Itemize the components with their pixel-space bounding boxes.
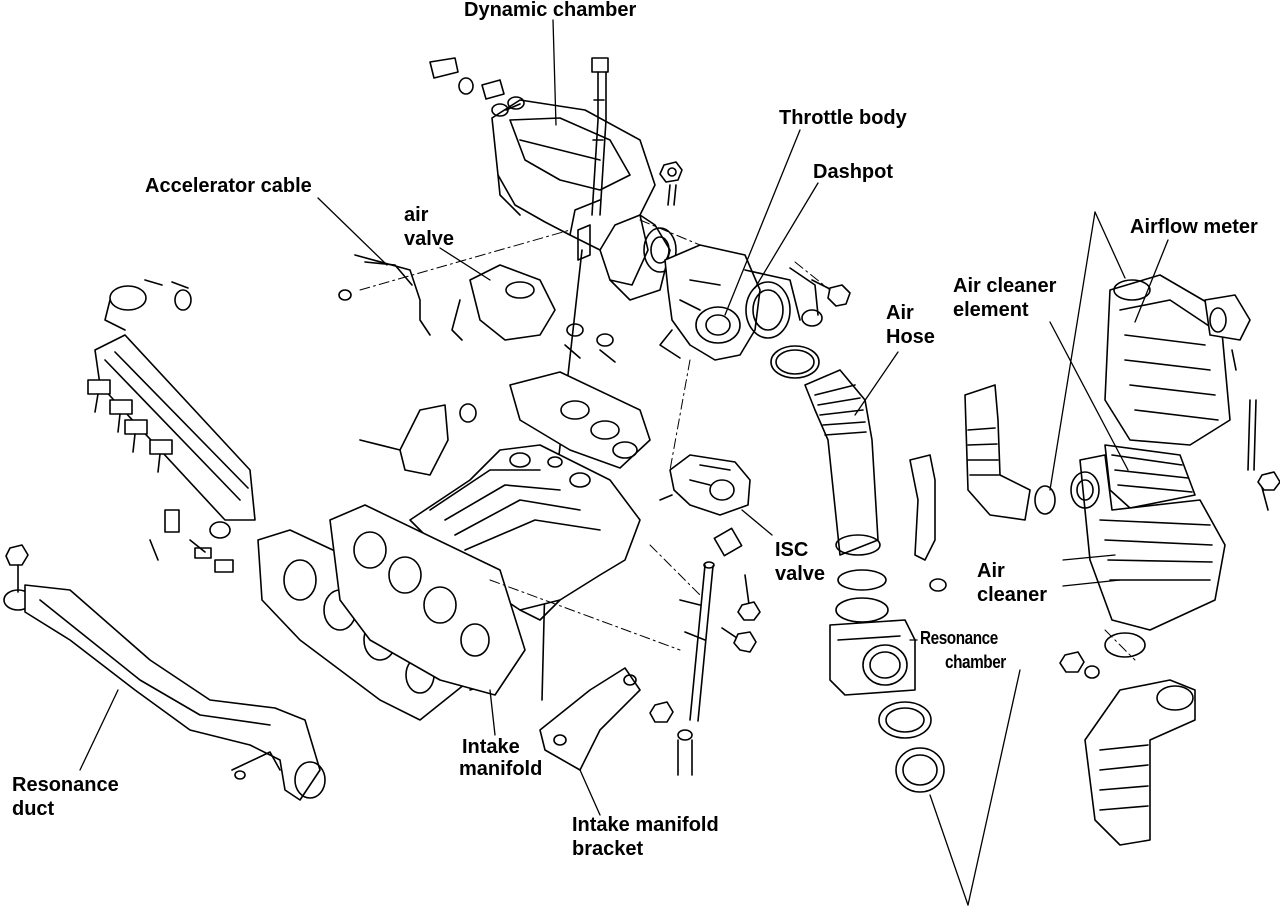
dynamic-chamber-part [492, 100, 676, 300]
intake-manifold-bracket-part [540, 668, 673, 770]
fuel-rail-assembly [88, 280, 255, 520]
accelerator-cable-part [339, 255, 430, 335]
air-hose-part [805, 370, 880, 555]
label-intake-manifold-bracket-1: Intake manifold [572, 814, 719, 836]
chamber-clamps [879, 702, 944, 792]
label-resonance-chamber-1: Resonance [920, 628, 998, 648]
resonance-duct-part [4, 545, 325, 800]
isc-valve-part [660, 455, 750, 556]
label-isc-valve-1: ISC [775, 539, 809, 561]
label-air-valve-2: valve [404, 228, 455, 250]
alignment-lines [360, 220, 1135, 660]
label-intake-manifold-1: Intake [462, 736, 520, 758]
bolt-icon [812, 280, 850, 306]
lower-air-duct [1060, 633, 1195, 845]
leader-lines [80, 20, 1168, 905]
label-intake-manifold-2: manifold [459, 758, 543, 780]
label-resonance-duct-2: duct [12, 798, 55, 820]
air-valve-part [452, 265, 615, 362]
intake-manifold-part [410, 445, 640, 690]
label-air-hose-2: Hose [886, 326, 935, 348]
sensor-bracket [360, 404, 476, 475]
label-intake-manifold-bracket-2: bracket [572, 838, 644, 860]
label-air-cleaner-element-1: Air cleaner [953, 275, 1057, 297]
label-air-hose-1: Air [886, 302, 914, 324]
label-air-valve-1: air [404, 204, 429, 226]
label-air-cleaner-2: cleaner [977, 584, 1048, 606]
nut-icon [660, 162, 682, 205]
label-dashpot: Dashpot [813, 161, 893, 183]
small-hose [910, 455, 946, 591]
manifold-flange [330, 505, 525, 695]
airflow-meter-part [1105, 275, 1256, 470]
label-accelerator-cable: Accelerator cable [145, 175, 312, 197]
label-airflow-meter: Airflow meter [1130, 216, 1258, 238]
label-air-cleaner-element-2: element [953, 299, 1029, 321]
label-air-cleaner-1: Air [977, 560, 1005, 582]
air-cleaner-element-part [1105, 445, 1195, 508]
label-throttle-body: Throttle body [779, 107, 907, 129]
label-isc-valve-2: valve [775, 563, 826, 585]
elbow-hose [965, 385, 1055, 520]
upper-gasket [510, 372, 650, 468]
stud-rod [678, 562, 760, 775]
label-dynamic-chamber: Dynamic chamber [464, 0, 637, 21]
resonance-chamber-part [830, 570, 915, 695]
hose-clamp [771, 346, 819, 378]
air-cleaner-part [1071, 455, 1280, 630]
throttle-body-part [660, 245, 822, 360]
injector-parts [150, 510, 233, 572]
label-resonance-duct-1: Resonance [12, 774, 119, 796]
label-resonance-chamber-2: chamber [945, 652, 1006, 672]
small-hardware-top [430, 58, 524, 110]
